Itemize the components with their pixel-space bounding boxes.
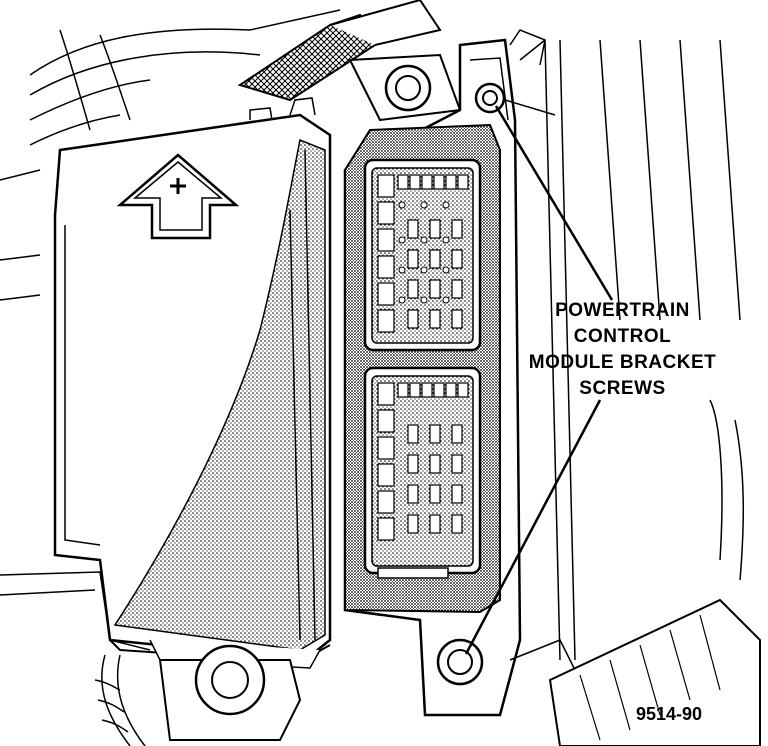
callout-line-3: MODULE BRACKET [528, 352, 717, 373]
bottom-left-harness [0, 571, 151, 746]
callout-leaders [464, 105, 614, 655]
lower-connector-pins [377, 382, 469, 541]
upper-bracket-screw [474, 82, 506, 114]
callout-line-4: SCREWS [579, 378, 666, 399]
lower-bracket-screw [436, 638, 484, 686]
hose [237, 0, 442, 102]
upper-connector-pins [377, 174, 469, 333]
orientation-arrow-icon [116, 153, 240, 240]
figure-id: 9514-90 [636, 704, 703, 724]
lower-mount-bolt [158, 644, 302, 741]
callout-line-2: CONTROL [573, 326, 672, 347]
callout-line-1: POWERTRAIN [555, 300, 690, 321]
right-structure [504, 29, 745, 681]
bottom-right-component [548, 598, 761, 746]
upper-connector [363, 158, 482, 352]
upper-mount-bolt [348, 53, 462, 122]
lower-connector [363, 366, 482, 579]
background-panel [0, 9, 341, 301]
